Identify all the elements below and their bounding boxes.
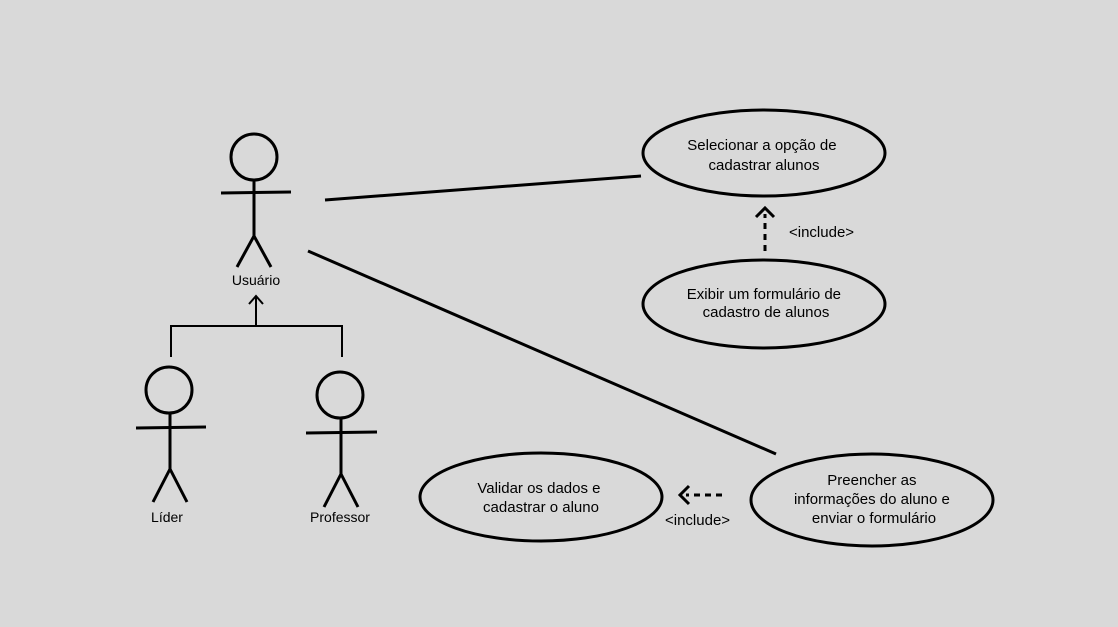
association-usuario-selecionar [324, 174, 642, 202]
use-case-validar-line-1: Validar os dados e [477, 480, 600, 497]
actor-lider-left-leg [151, 468, 172, 503]
use-case-preencher-line-2: informações do aluno e [794, 491, 950, 508]
actor-lider [135, 365, 207, 503]
actor-usuario [220, 132, 292, 268]
actor-usuario-right-leg [252, 235, 273, 268]
use-case-preencher: Preencher as informações do aluno e envi… [749, 452, 995, 548]
actor-professor-head [315, 370, 365, 420]
association-usuario-preencher [307, 249, 777, 456]
use-case-selecionar-label: Selecionar a opção de cadastrar alunos [687, 137, 840, 174]
actor-lider-right-leg [168, 468, 189, 503]
generalization-connector [170, 294, 343, 357]
use-case-validar-line-2: cadastrar o aluno [483, 499, 599, 516]
actor-usuario-arms [220, 190, 292, 195]
use-case-selecionar: Selecionar a opção de cadastrar alunos [641, 108, 887, 198]
use-case-preencher-line-1: Preencher as [827, 472, 916, 489]
actor-professor-left-leg [322, 473, 343, 508]
include-relation-top [754, 205, 776, 251]
actor-lider-label: Líder [151, 509, 183, 525]
include-top-arrowhead [754, 205, 776, 219]
use-case-exibir-label: Exibir um formulário de cadastro de alun… [687, 286, 845, 321]
use-case-selecionar-line-2: cadastrar alunos [709, 157, 820, 174]
actor-professor [305, 370, 378, 508]
use-case-exibir-ellipse [641, 258, 887, 350]
use-case-validar-ellipse [418, 451, 664, 543]
actor-lider-arms [135, 425, 207, 430]
actor-lider-head [144, 365, 194, 415]
actor-professor-arms [305, 430, 378, 435]
include-bottom-arrowhead [677, 484, 691, 506]
use-case-validar-label: Validar os dados e cadastrar o aluno [477, 480, 604, 516]
generalization-line [170, 325, 343, 357]
use-case-preencher-ellipse [749, 452, 995, 548]
actor-usuario-label: Usuário [232, 272, 280, 288]
include-bottom-label: <include> [665, 512, 730, 529]
use-case-preencher-label: Preencher as informações do aluno e envi… [794, 472, 954, 527]
include-relation-bottom [677, 484, 722, 506]
include-top-label: <include> [789, 224, 854, 241]
use-case-exibir: Exibir um formulário de cadastro de alun… [641, 258, 887, 350]
use-case-exibir-line-1: Exibir um formulário de [687, 286, 841, 303]
actor-professor-label: Professor [310, 509, 370, 525]
actor-usuario-left-leg [235, 235, 256, 268]
use-case-preencher-line-3: enviar o formulário [812, 510, 936, 527]
actor-professor-right-leg [339, 473, 360, 508]
use-case-selecionar-line-1: Selecionar a opção de [687, 137, 836, 154]
generalization-arrowhead [248, 294, 264, 305]
use-case-exibir-line-2: cadastro de alunos [703, 304, 830, 321]
use-case-selecionar-ellipse [641, 108, 887, 198]
use-case-validar: Validar os dados e cadastrar o aluno [418, 451, 664, 543]
actor-usuario-head [229, 132, 279, 182]
